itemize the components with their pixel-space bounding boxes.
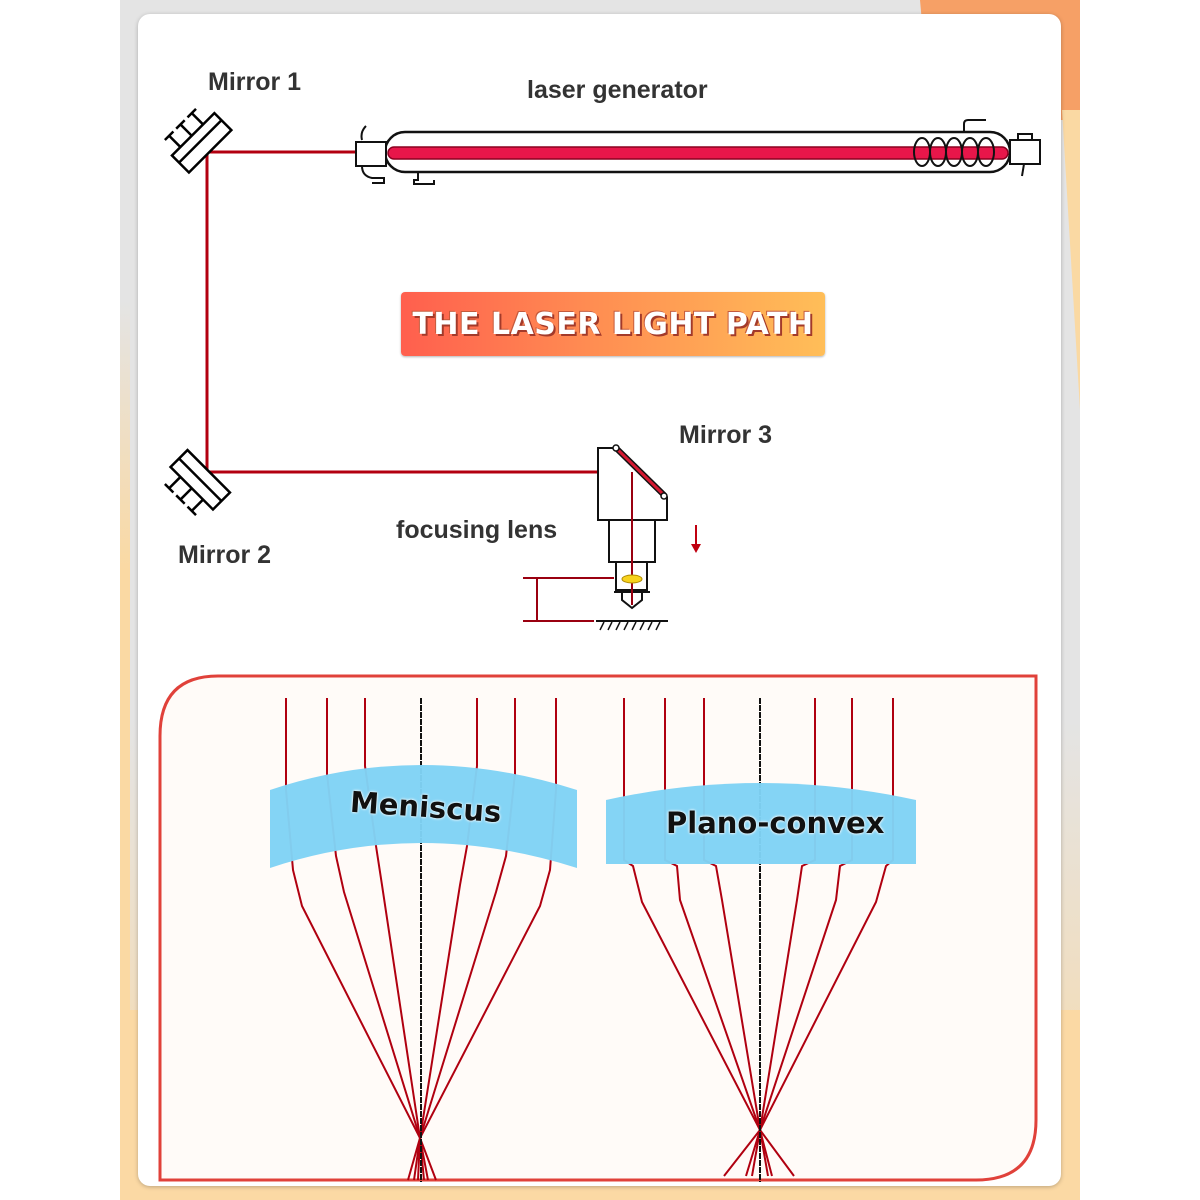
laser-beam-path: [205, 150, 630, 474]
plano-convex-lens: [606, 783, 916, 864]
laser-generator-label: laser generator: [527, 76, 708, 104]
mirror-3-label: Mirror 3: [679, 421, 773, 449]
mirror-1-icon: [164, 108, 234, 175]
focusing-lens-label: focusing lens: [396, 516, 558, 544]
mirror-2-icon: [164, 448, 232, 516]
direction-arrow-down-icon: [691, 525, 701, 553]
focusing-lens-icon: [621, 574, 643, 584]
meniscus-lens: [270, 765, 577, 868]
mirror-2-label: Mirror 2: [178, 541, 272, 569]
laser-generator-tube: [355, 119, 1041, 185]
diagram-title: THE LASER LIGHT PATH: [412, 306, 814, 342]
plano-convex-label: Plano-convex: [666, 806, 885, 840]
work-surface-icon: [596, 620, 668, 631]
title-banner: THE LASER LIGHT PATH: [401, 292, 825, 356]
background-left-strip: [120, 300, 130, 1200]
focal-distance-bracket: [523, 577, 614, 622]
laser-coil: [913, 137, 995, 167]
mirror-1-label: Mirror 1: [208, 68, 302, 96]
lens-comparison-panel: [158, 674, 1038, 1182]
